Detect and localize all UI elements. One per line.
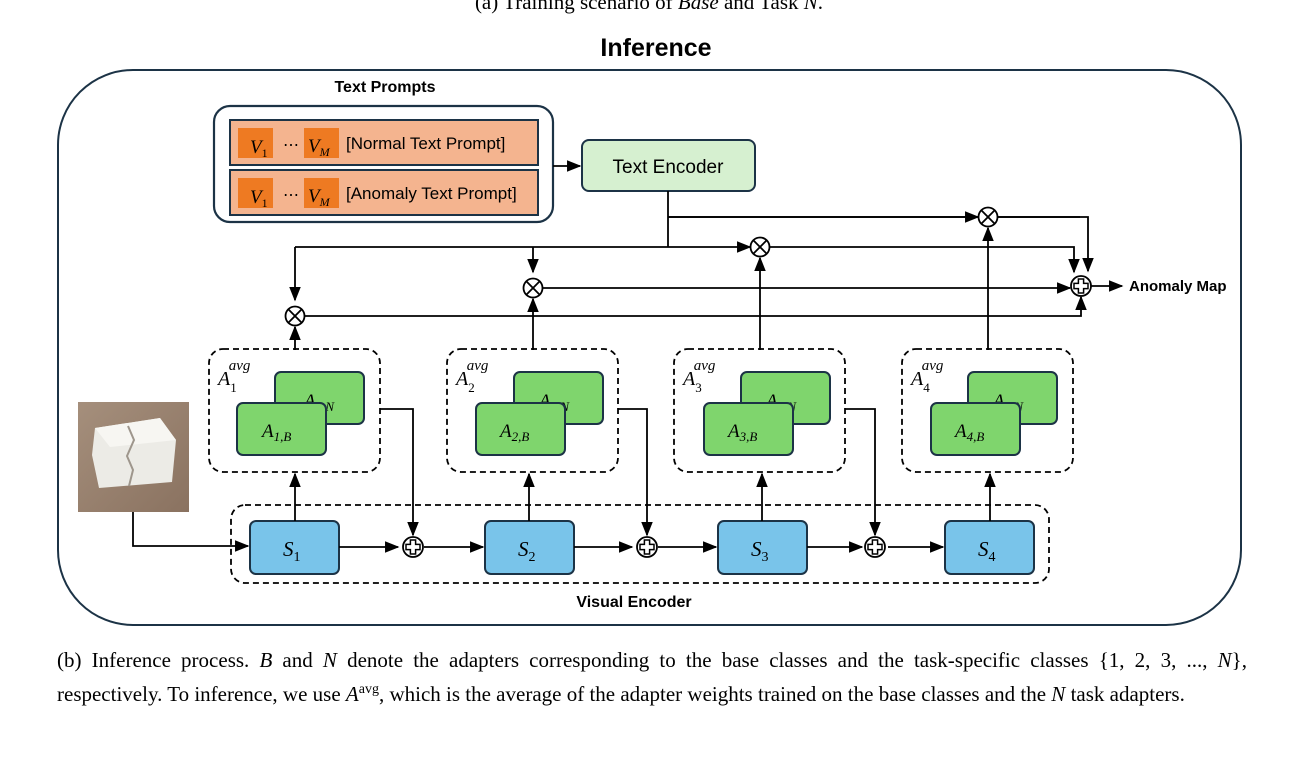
stage-label-4: S4 [978,537,996,565]
diagram-title: Inference [600,34,711,62]
stage-box-1 [249,520,340,575]
token-v1 [238,128,273,158]
base-adapter-box [236,402,327,456]
circle-plus-icon [1070,275,1092,297]
figure-b-caption: (b) Inference process. B and N denote th… [57,648,1248,706]
adapter-output-arrows [289,226,994,350]
adapter-avg-label: A1avg [216,358,251,395]
circle-times-icon [284,305,306,327]
circle-times-icon [749,236,771,258]
base-adapter-box [930,402,1021,456]
text-feature-lines [289,191,1124,317]
base-adapter-box [703,402,794,456]
svg-text:VM: VM [308,136,331,159]
adapter-group-3: A3avg A3,N A3,B [673,348,846,473]
visual-encoder-frame [230,504,1050,584]
stage-label-2: S2 [518,537,536,565]
cracked-object-photo [78,402,189,512]
adapter-group-4: A4avg A4,N A4,B [901,348,1074,473]
circle-plus-icon [864,536,886,558]
normal-prompt-row: V1 ⋯ VM [Normal Text Prompt] [229,119,539,166]
svg-text:V1: V1 [250,187,268,210]
text-prompts-title: Text Prompts [334,79,435,96]
base-adapter-label: A4,B [953,421,984,444]
ellipsis: ⋯ [283,187,299,204]
inference-frame [57,69,1242,626]
token-vm [304,128,339,158]
anomaly-prompt-row: V1 ⋯ VM [Anomaly Text Prompt] [229,169,539,216]
ellipsis: ⋯ [283,137,299,154]
stage-box-4 [944,520,1035,575]
token-v1 [238,178,273,208]
base-adapter-label: A1,B [260,421,291,444]
token-vm [304,178,339,208]
adapter-group-1: A1avg A1,N A1,B [208,348,381,473]
svg-text:V1: V1 [250,137,268,160]
base-adapter-label: A3,B [726,421,757,444]
stage-label-3: S3 [751,537,769,565]
adapter-avg-label: A3avg [681,358,716,395]
text-encoder-label: Text Encoder [613,157,725,178]
stage-box-2 [484,520,575,575]
anomaly-map-label: Anomaly Map [1129,278,1227,295]
svg-text:VM: VM [308,186,331,209]
circle-plus-icon [402,536,424,558]
adapter-avg-label: A2avg [454,358,489,395]
normal-prompt-label: [Normal Text Prompt] [346,134,505,153]
stage-label-1: S1 [283,537,301,565]
circle-times-icon [977,206,999,228]
anomaly-prompt-label: [Anomaly Text Prompt] [346,184,517,203]
visual-encoder-label: Visual Encoder [576,594,691,611]
circle-plus-icon [636,536,658,558]
adapter-group-2: A2avg A2,N A2,B [446,348,619,473]
stage-box-3 [717,520,808,575]
figure-a-caption: (a) Training scenario of Base and Task N… [475,0,823,14]
visual-flow-lines [132,408,996,553]
base-adapter-box [475,402,566,456]
circle-times-icon [522,277,544,299]
base-adapter-label: A2,B [498,421,529,444]
adapter-avg-label: A4avg [909,358,944,395]
